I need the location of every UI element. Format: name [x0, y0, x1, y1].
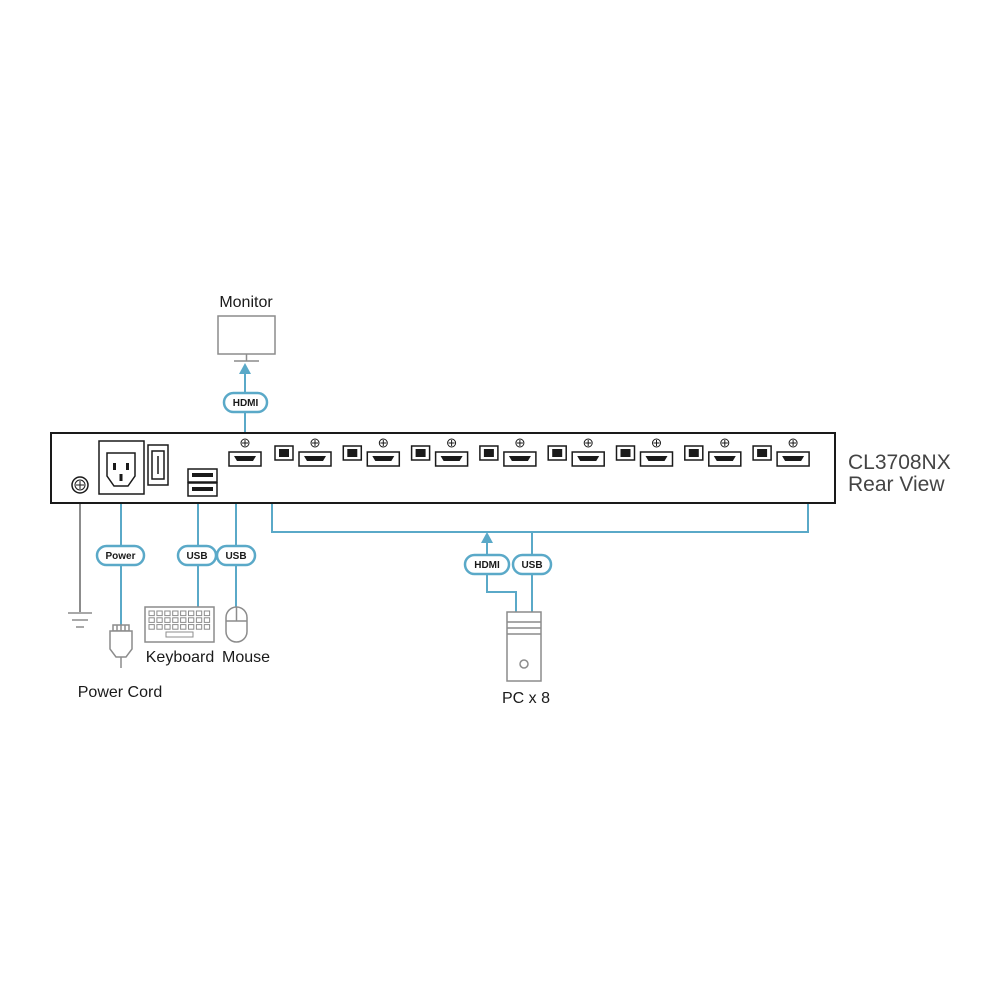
ground-symbol-icon — [68, 612, 92, 628]
usb-pc-pill: USB — [511, 553, 553, 576]
pc-hdmi-port-icon — [708, 451, 742, 467]
pc-hdmi-screw-icon — [310, 438, 320, 448]
power-link-label: Power — [105, 551, 135, 562]
mouse-label: Mouse — [222, 649, 270, 666]
pc-hdmi-screw-icon — [788, 438, 798, 448]
pc-hdmi-cable — [486, 540, 517, 612]
pc-hdmi-screw-icon — [720, 438, 730, 448]
keyboard-key — [164, 624, 171, 630]
keyboard-key — [156, 624, 163, 630]
pc-usb-port-icon — [547, 445, 567, 461]
keyboard-link-label: USB — [186, 551, 207, 562]
pc-label: PC x 8 — [502, 690, 550, 707]
mouse-icon — [225, 606, 248, 643]
console-hdmi-port-icon — [228, 451, 262, 467]
rear-ports — [228, 438, 810, 467]
usb-keyboard-pill: USB — [176, 544, 218, 567]
keyboard-key — [148, 624, 155, 630]
pc-tower-icon — [506, 611, 542, 682]
power-plug-icon — [109, 624, 133, 668]
pc-hdmi-screw-icon — [447, 438, 457, 448]
keyboard-key — [180, 617, 187, 623]
pc-usb-link-label: USB — [521, 560, 542, 571]
keyboard-key — [180, 624, 187, 630]
mouse-link-label: USB — [225, 551, 246, 562]
pc-usb-port-icon — [752, 445, 772, 461]
keyboard-key — [172, 610, 179, 617]
hdmi-pc-pill: HDMI — [463, 553, 511, 576]
keyboard-key — [156, 610, 163, 617]
pc-hdmi-port-icon — [571, 451, 605, 467]
keyboard-key — [148, 610, 155, 617]
view-label: Rear View — [848, 473, 945, 496]
power-socket-icon — [98, 440, 145, 495]
pc-hdmi-screw-icon — [515, 438, 525, 448]
pc-hdmi-port-icon — [434, 451, 469, 467]
console-usb-ports-icon — [187, 468, 218, 497]
power-switch-icon — [147, 444, 169, 486]
console-hdmi-screw-icon — [240, 438, 250, 448]
pc-usb-port-icon — [342, 445, 363, 461]
pc-hdmi-screw-icon — [378, 438, 388, 448]
keyboard-key — [188, 610, 195, 617]
hdmi-monitor-pill: HDMI — [222, 391, 269, 414]
keyboard-key — [203, 624, 211, 630]
pc-usb-port-icon — [479, 445, 499, 461]
pc-hdmi-port-icon — [503, 451, 537, 467]
monitor-icon — [217, 315, 276, 362]
pc-hdmi-screw-icon — [652, 438, 661, 448]
keyboard-key — [203, 617, 211, 623]
keyboard-key — [172, 624, 179, 630]
kvm-chassis — [50, 432, 836, 504]
pc-hdmi-port-icon — [776, 451, 810, 467]
pc-usb-port-icon — [684, 445, 704, 461]
keyboard-label: Keyboard — [146, 649, 215, 666]
pc-hdmi-arrow-icon — [481, 532, 493, 543]
pc-hdmi-port-icon — [366, 451, 401, 467]
keyboard-key — [188, 624, 195, 630]
pc-hdmi-screw-icon — [583, 438, 593, 448]
keyboard-key — [188, 617, 195, 623]
keyboard-key — [203, 610, 211, 617]
usb-mouse-pill: USB — [215, 544, 257, 567]
monitor-link-label: HDMI — [233, 398, 259, 409]
power-pill: Power — [95, 544, 146, 567]
keyboard-key — [172, 617, 179, 623]
pc-hdmi-port-icon — [639, 451, 674, 467]
ground-screw-icon — [71, 476, 89, 494]
keyboard-key — [195, 617, 203, 623]
power-cord-label: Power Cord — [78, 684, 162, 701]
pc-usb-port-icon — [274, 445, 294, 461]
keyboard-key — [195, 624, 203, 630]
monitor-label: Monitor — [219, 294, 273, 311]
pc-hdmi-port-icon — [298, 451, 332, 467]
keyboard-key — [180, 610, 187, 617]
keyboard-key — [148, 617, 155, 623]
pc-video-link-label: HDMI — [474, 560, 500, 571]
keyboard-key — [195, 610, 203, 617]
keyboard-icon — [144, 606, 215, 643]
monitor-arrow-icon — [239, 363, 251, 374]
keyboard-key — [156, 617, 163, 623]
pc-usb-port-icon — [410, 445, 431, 461]
model-name: CL3708NX — [848, 451, 951, 474]
keyboard-key — [164, 617, 171, 623]
keyboard-key — [164, 610, 171, 617]
pc-usb-port-icon — [615, 445, 636, 461]
